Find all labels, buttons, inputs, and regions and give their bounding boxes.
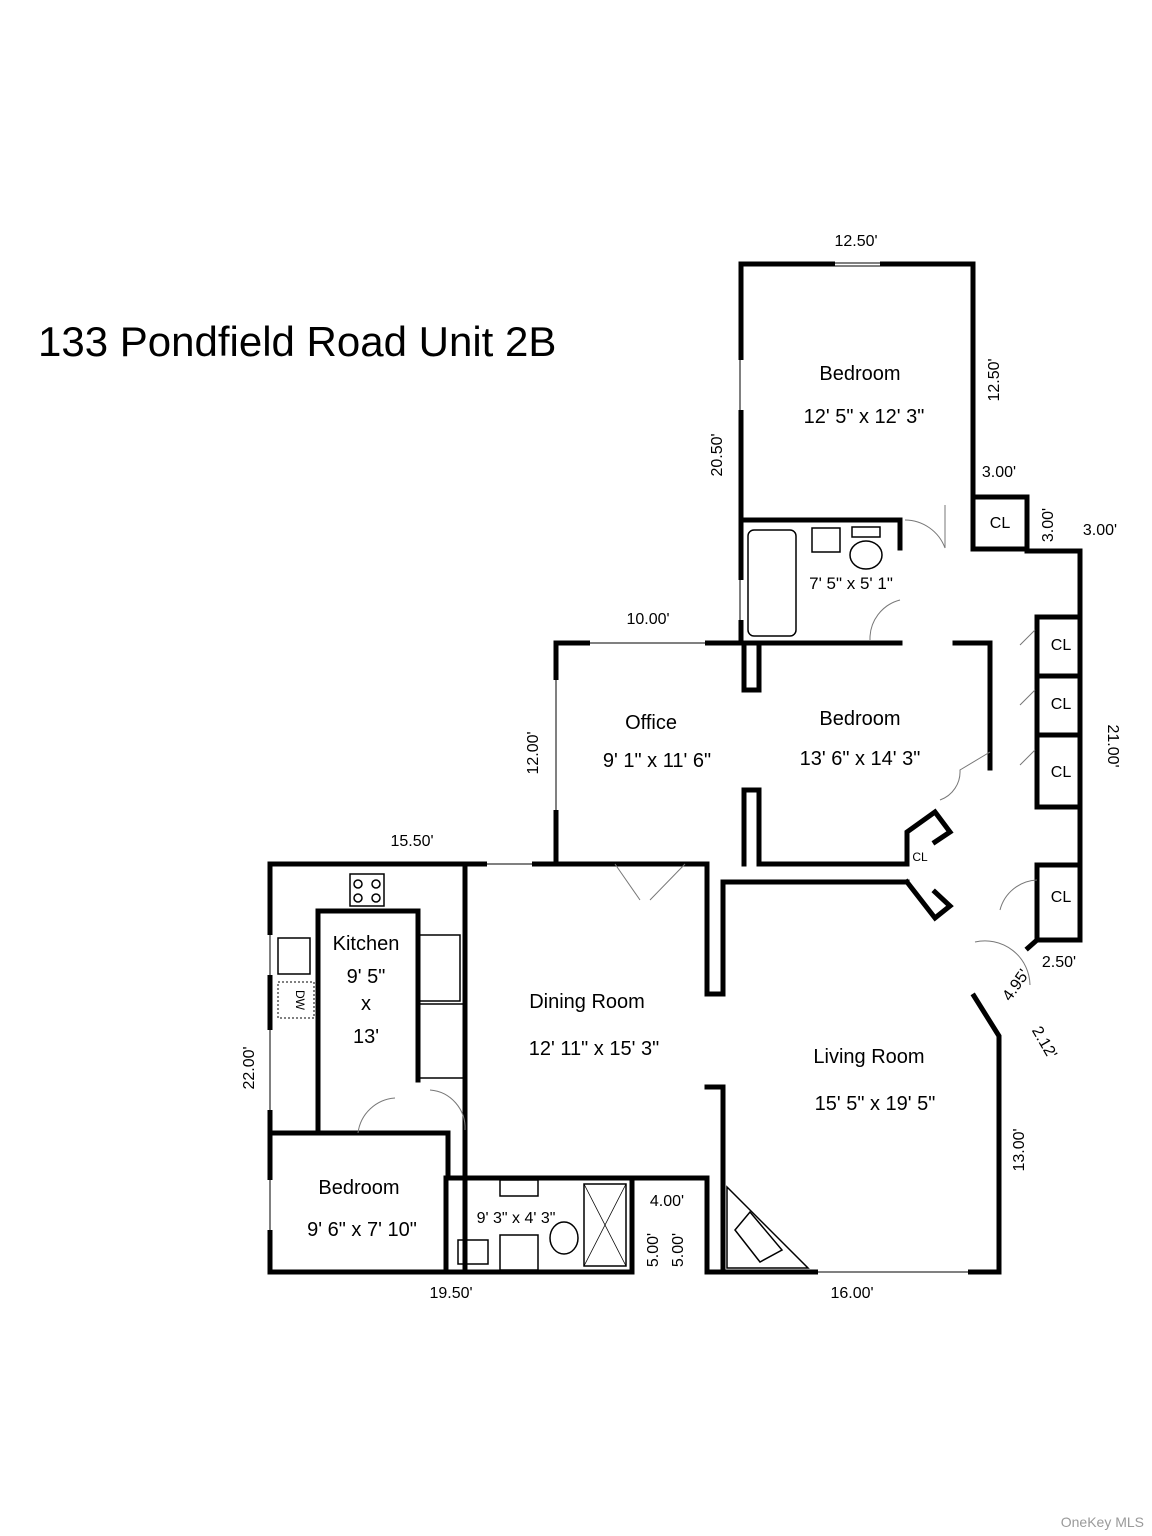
bath-sink — [457, 1239, 489, 1265]
dimension: 3.00' — [1040, 508, 1057, 542]
room-size: x — [361, 993, 371, 1015]
cabinet — [499, 1179, 539, 1197]
dimension: 16.00' — [830, 1285, 873, 1302]
dimension: 20.50' — [709, 433, 726, 476]
room-name: Dining Room — [529, 991, 645, 1013]
room-labels: Bedroom 12' 5" x 12' 3" 7' 5" x 5' 1" Of… — [307, 363, 935, 1241]
dimension: 3.00' — [982, 464, 1016, 481]
room-size: 13' — [353, 1026, 379, 1048]
dimension: 12.00' — [525, 731, 542, 774]
closet-label: CL — [1051, 637, 1072, 654]
counter — [417, 1003, 466, 1079]
dimension: 12.50' — [986, 358, 1003, 401]
fixtures — [277, 526, 883, 1271]
room-size: 12' 5" x 12' 3" — [804, 406, 925, 428]
room-name: Bedroom — [318, 1177, 399, 1199]
doors — [357, 505, 1038, 1134]
closet-label: CL — [1051, 764, 1072, 781]
dimension: 21.00' — [1104, 724, 1121, 767]
windows — [267, 261, 968, 1275]
room-name: Bedroom — [819, 363, 900, 385]
refrigerator — [417, 934, 461, 1002]
dimension: 2.50' — [1042, 954, 1076, 971]
room-size: 12' 11" x 15' 3" — [529, 1038, 659, 1060]
closet-label: CL — [990, 515, 1011, 532]
dimension: 15.50' — [390, 833, 433, 850]
toilet — [849, 540, 883, 570]
sink — [811, 527, 841, 553]
bathtub — [747, 529, 797, 637]
room-size: 9' 5" — [347, 966, 386, 988]
closet-label: CL — [912, 850, 928, 864]
closet-label: CL — [1051, 889, 1072, 906]
dimension: 3.00' — [1083, 522, 1117, 539]
dimension: 22.00' — [241, 1046, 258, 1089]
kitchen-sink — [277, 937, 311, 975]
room-name: Living Room — [813, 1046, 924, 1068]
closet-labels: CL CL CL CL CL CL DW — [293, 515, 1071, 1011]
closet-label: CL — [1051, 696, 1072, 713]
dimension: 2.12' — [1028, 1024, 1060, 1062]
watermark: OneKey MLS — [1060, 1514, 1144, 1530]
room-size: 15' 5" x 19' 5" — [815, 1093, 936, 1115]
dishwasher — [277, 981, 315, 1019]
dimension: 19.50' — [429, 1285, 472, 1302]
room-size: 9' 3" x 4' 3" — [477, 1210, 556, 1227]
dimension: 5.00' — [645, 1233, 662, 1267]
room-name: Kitchen — [333, 933, 400, 955]
room-size: 9' 1" x 11' 6" — [603, 750, 711, 772]
dimension: 5.00' — [670, 1233, 687, 1267]
room-size: 7' 5" x 5' 1" — [809, 574, 893, 593]
room-name: Bedroom — [819, 708, 900, 730]
stove — [349, 873, 385, 907]
page-title: 133 Pondfield Road Unit 2B — [38, 318, 557, 365]
dimension: 12.50' — [834, 233, 877, 250]
dishwasher-label: DW — [293, 990, 307, 1011]
dimension-labels: 12.50' 12.50' 20.50' 3.00' 3.00' 3.00' 1… — [241, 233, 1121, 1302]
bath-toilet — [549, 1221, 579, 1255]
shower — [583, 1183, 627, 1267]
fireplace — [726, 1185, 810, 1269]
dimension: 13.00' — [1011, 1128, 1028, 1171]
room-name: Office — [625, 712, 677, 734]
dimension: 4.00' — [650, 1193, 684, 1210]
dimension: 10.00' — [626, 611, 669, 628]
room-size: 13' 6" x 14' 3" — [800, 748, 921, 770]
room-size: 9' 6" x 7' 10" — [307, 1219, 417, 1241]
